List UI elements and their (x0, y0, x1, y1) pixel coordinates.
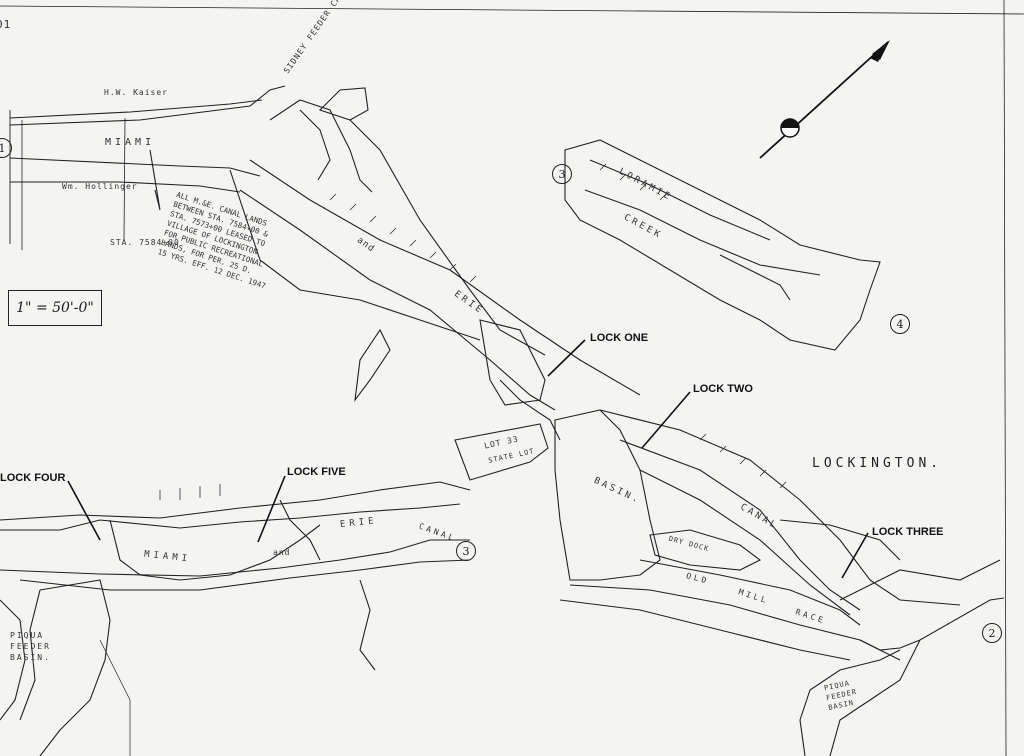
lock-two-label: LOCK TWO (693, 383, 753, 395)
sheet-border (0, 5, 1024, 15)
label-miami-top: MIAMI (105, 137, 156, 148)
miami-canal-top-south (9, 157, 261, 177)
section-marker-4: 4 (890, 314, 910, 334)
lock-one-pointer (547, 339, 586, 377)
erie-canal-diagonal-north (249, 159, 641, 396)
place-name: LOCKINGTON. (812, 456, 943, 471)
lock-four-label: LOCK FOUR (0, 472, 66, 484)
lock-three-label: LOCK THREE (872, 526, 944, 538)
piqua-feeder-basin-right (799, 649, 901, 756)
label-station: STA. 7584+00 (110, 238, 180, 247)
label-wm-hollinger: Wm. Hollinger (62, 182, 138, 191)
piqua-feeder-basin-left (39, 579, 111, 756)
dry-dock-outline (649, 529, 762, 571)
label-and-bottom: and (273, 548, 291, 557)
label-piqua-feeder-basin-right: PIQUA FEEDER BASIN (823, 679, 858, 712)
lot-33-outline (454, 423, 549, 481)
lock-one-label: LOCK ONE (590, 332, 649, 344)
miami-canal-bottom-north (0, 481, 471, 521)
basin-outline (554, 409, 661, 581)
section-marker-2: 2 (982, 623, 1002, 643)
section-marker-3-top: 3 (552, 164, 572, 184)
miami-canal-bottom-south (0, 539, 470, 577)
lock-five-label: LOCK FIVE (287, 466, 346, 478)
lock-two-pointer (641, 391, 691, 449)
lock-four-pointer (67, 480, 101, 541)
lock-three-pointer (841, 532, 869, 579)
mill-race (639, 559, 861, 626)
lock-five-pointer (257, 475, 286, 543)
scale-box: 1" = 50'-0" (8, 290, 102, 326)
miami-canal-top-north (9, 99, 263, 119)
north-arrow-icon (759, 40, 890, 159)
sheet-number: 01 (0, 18, 12, 31)
loramie-creek-inset (564, 139, 881, 351)
label-hw-kaiser: H.W. Kaiser (104, 88, 168, 97)
label-piqua-feeder-basin-left: PIQUA FEEDER BASIN. (10, 631, 51, 662)
section-marker-3-bottom: 3 (456, 541, 476, 561)
